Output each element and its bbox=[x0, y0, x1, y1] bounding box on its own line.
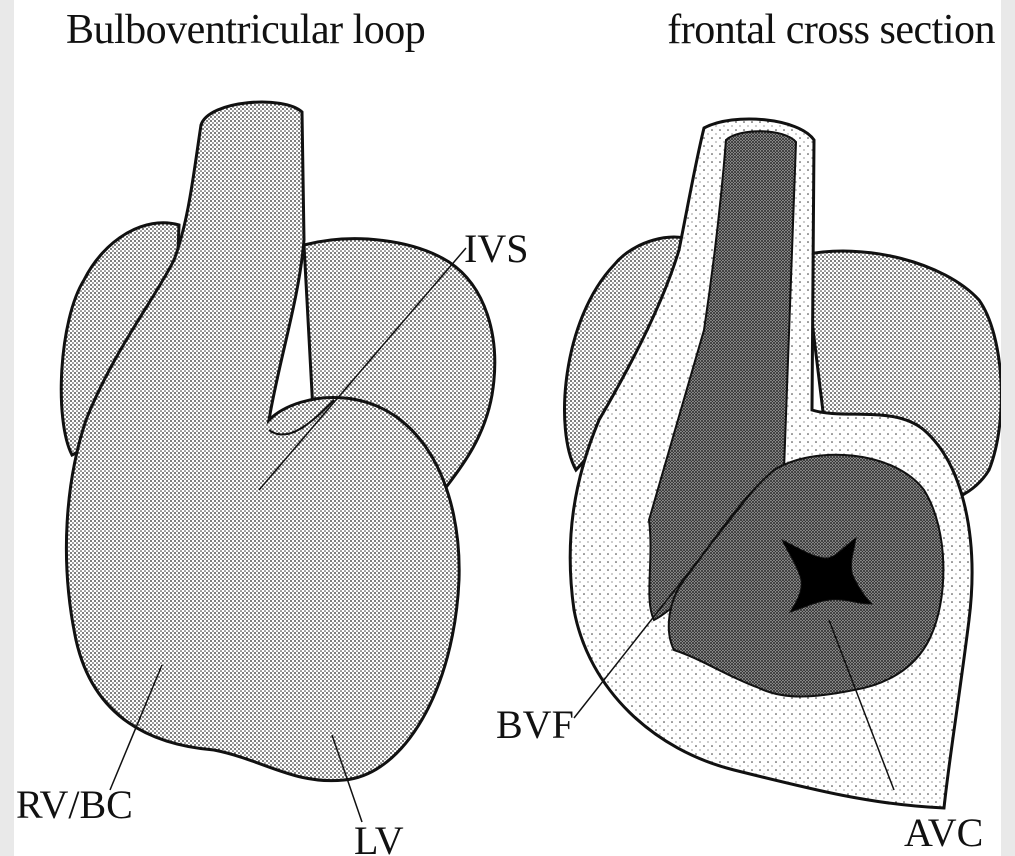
label-rv-bc: RV/BC bbox=[16, 782, 133, 827]
label-lv: LV bbox=[354, 818, 404, 856]
cross-section-drawing bbox=[565, 119, 1001, 808]
bulboventricular-loop-drawing bbox=[61, 102, 494, 781]
heart-illustration: IVS RV/BC LV BVF AVC bbox=[14, 0, 1001, 856]
label-avc: AVC bbox=[904, 810, 983, 855]
label-bvf: BVF bbox=[496, 702, 574, 747]
label-ivs: IVS bbox=[464, 226, 528, 271]
ventricle-body bbox=[66, 102, 459, 781]
figure-frame: Bulboventricular loop frontal cross sect… bbox=[14, 0, 1001, 856]
